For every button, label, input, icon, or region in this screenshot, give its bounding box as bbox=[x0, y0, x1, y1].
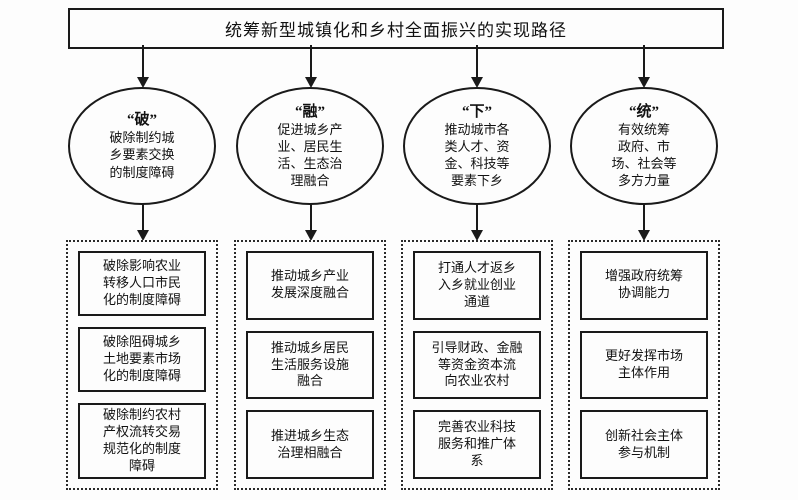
measure-box: 破除制约农村 产权流转交易 规范化的制度 障碍 bbox=[78, 403, 206, 479]
arrowhead-icon bbox=[638, 77, 650, 88]
arrow-down-icon bbox=[136, 45, 150, 88]
diagram-title: 统筹新型城镇化和乡村全面振兴的实现路径 bbox=[225, 21, 567, 40]
arrowhead-icon bbox=[305, 77, 317, 88]
arrow-shaft bbox=[643, 45, 645, 77]
circle-po-label: “破” bbox=[126, 112, 157, 129]
arrow-shaft bbox=[643, 204, 645, 230]
arrow-shaft bbox=[310, 204, 312, 230]
measure-box: 增强政府统筹 协调能力 bbox=[580, 251, 708, 320]
arrow-down-icon bbox=[470, 45, 484, 88]
measure-box: 完善农业科技 服务和推广体 系 bbox=[413, 410, 541, 480]
circle-xia: “下” 推动城市各 类人才、资 金、科技等 要素下乡 bbox=[403, 87, 551, 205]
arrowhead-icon bbox=[471, 230, 483, 241]
arrow-shaft bbox=[142, 45, 144, 77]
arrow-shaft bbox=[476, 204, 478, 230]
group-xia-measures: 打通人才返乡 入乡就业创业 通道 引导财政、金融 等资金资本流 向农业农村 完善… bbox=[401, 240, 553, 490]
measure-box: 推进城乡生态 治理相融合 bbox=[246, 410, 374, 480]
circle-xia-label: “下” bbox=[461, 103, 492, 120]
group-po-measures: 破除影响农业 转移人口市民 化的制度障碍 破除阻碍城乡 土地要素市场 化的制度障… bbox=[66, 240, 218, 490]
circle-po-text: 破除制约城 乡要素交换 的制度障碍 bbox=[109, 130, 175, 180]
arrow-shaft bbox=[310, 45, 312, 77]
group-rong-measures: 推动城乡产业 发展深度融合 推动城乡居民 生活服务设施 融合 推进城乡生态 治理… bbox=[234, 240, 386, 490]
circle-tong-text: 有效统筹 政府、市 场、社会等 多方力量 bbox=[611, 121, 677, 189]
arrowhead-icon bbox=[638, 230, 650, 241]
arrow-down-icon bbox=[637, 204, 651, 241]
measure-box: 破除阻碍城乡 土地要素市场 化的制度障碍 bbox=[78, 327, 206, 393]
measure-box: 创新社会主体 参与机制 bbox=[580, 410, 708, 480]
measure-box: 更好发挥市场 主体作用 bbox=[580, 330, 708, 400]
circle-xia-text: 推动城市各 类人才、资 金、科技等 要素下乡 bbox=[444, 121, 510, 189]
circle-rong: “融” 促进城乡产 业、居民生 活、生态治 理融合 bbox=[236, 87, 384, 205]
arrow-down-icon bbox=[637, 45, 651, 88]
arrowhead-icon bbox=[137, 77, 149, 88]
arrow-down-icon bbox=[136, 204, 150, 241]
measure-box: 打通人才返乡 入乡就业创业 通道 bbox=[413, 251, 541, 320]
arrowhead-icon bbox=[137, 230, 149, 241]
measure-box: 推动城乡居民 生活服务设施 融合 bbox=[246, 330, 374, 400]
arrow-down-icon bbox=[304, 45, 318, 88]
arrowhead-icon bbox=[305, 230, 317, 241]
circle-rong-label: “融” bbox=[294, 103, 325, 120]
arrow-shaft bbox=[142, 204, 144, 230]
group-tong-measures: 增强政府统筹 协调能力 更好发挥市场 主体作用 创新社会主体 参与机制 bbox=[568, 240, 720, 490]
circle-tong: “统” 有效统筹 政府、市 场、社会等 多方力量 bbox=[570, 87, 718, 205]
circle-rong-text: 促进城乡产 业、居民生 活、生态治 理融合 bbox=[277, 121, 343, 189]
measure-box: 推动城乡产业 发展深度融合 bbox=[246, 251, 374, 320]
arrow-down-icon bbox=[304, 204, 318, 241]
circle-tong-label: “统” bbox=[628, 103, 659, 120]
arrow-shaft bbox=[476, 45, 478, 77]
arrowhead-icon bbox=[471, 77, 483, 88]
measure-box: 破除影响农业 转移人口市民 化的制度障碍 bbox=[78, 251, 206, 317]
arrow-down-icon bbox=[470, 204, 484, 241]
measure-box: 引导财政、金融 等资金资本流 向农业农村 bbox=[413, 330, 541, 400]
title-box: 统筹新型城镇化和乡村全面振兴的实现路径 bbox=[68, 8, 724, 49]
circle-po: “破” 破除制约城 乡要素交换 的制度障碍 bbox=[68, 87, 216, 205]
